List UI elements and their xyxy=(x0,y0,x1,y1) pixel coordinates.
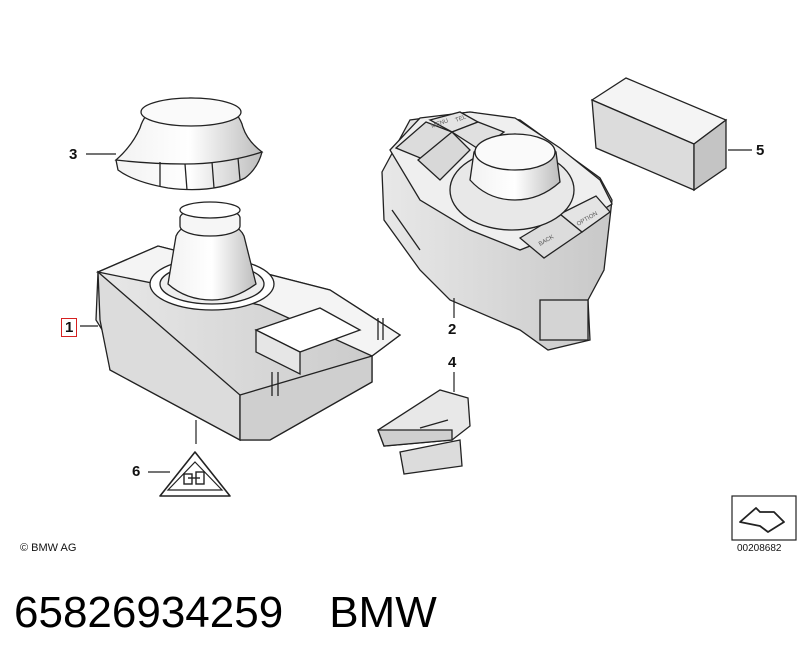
box-part xyxy=(590,77,728,192)
callout-2: 2 xyxy=(448,321,457,338)
menu-button-label: MENU xyxy=(431,118,450,130)
leader-lines xyxy=(80,149,752,473)
callout-4: 4 xyxy=(448,354,457,371)
brand-name: BMW xyxy=(329,588,437,637)
reference-arrow-box xyxy=(731,495,797,541)
callout-3: 3 xyxy=(69,146,78,163)
tel-button-label: TEL xyxy=(455,114,468,124)
base-housing-part xyxy=(95,201,402,442)
callout-6: 6 xyxy=(132,463,141,480)
warning-label-part xyxy=(159,451,231,497)
controller-unit-part xyxy=(381,111,613,351)
copyright-text: © BMW AG xyxy=(20,542,77,554)
callout-1-highlighted: 1 xyxy=(61,318,78,337)
part-number-line: 65826934259 BMW xyxy=(14,588,437,638)
knob-cap-part xyxy=(114,97,264,191)
callout-5: 5 xyxy=(756,142,765,159)
diagram-reference-number: 00208682 xyxy=(737,543,782,554)
arrow-icon xyxy=(739,507,785,533)
cover-piece-part xyxy=(377,389,471,475)
pinch-hazard-icon xyxy=(183,471,205,485)
part-number: 65826934259 xyxy=(14,588,284,637)
